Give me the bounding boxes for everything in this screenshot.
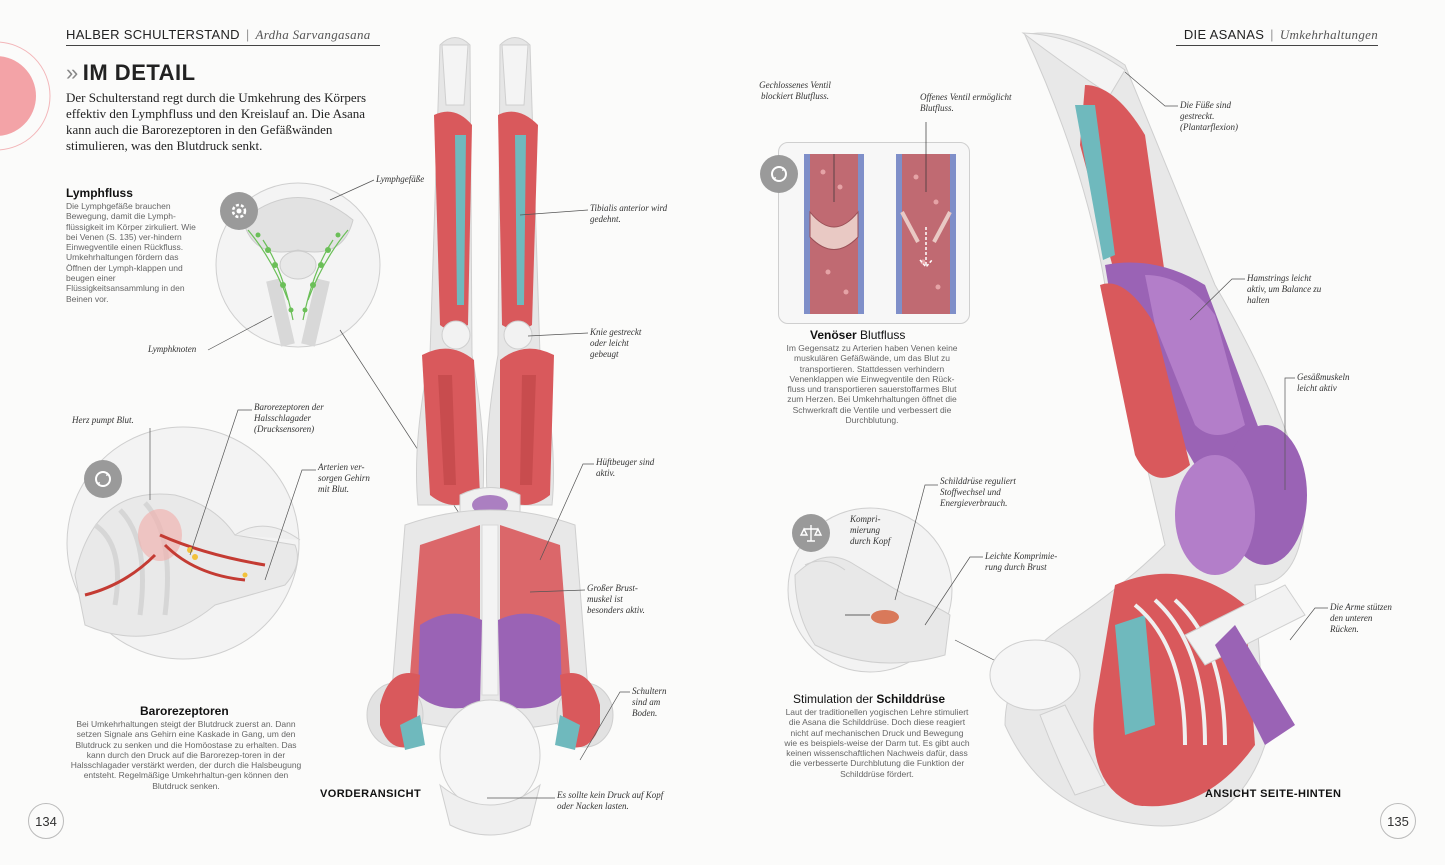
veins-heading: Venöser Blutfluss	[810, 328, 906, 342]
front-view-figure	[366, 37, 614, 836]
leader-lines-baro	[149, 409, 316, 581]
thyroid-illustration	[787, 507, 953, 673]
cycle-icon	[84, 460, 122, 498]
label-thyroid-regulates: Schilddrüse reguliert Stoffwechsel und E…	[940, 476, 1016, 508]
vein-illustration	[804, 122, 956, 314]
label-heart: Herz pumpt Blut.	[72, 415, 134, 425]
thyroid-text: Laut der traditionellen yogischen Lehre …	[784, 707, 970, 779]
label-shoulders: Schultern sind am Boden.	[632, 686, 667, 718]
chevron-icon: »	[66, 60, 79, 85]
label-valve-closed: Gechlossenes Ventil blockiert Blutfluss.	[759, 80, 831, 101]
label-chest: Großer Brust-muskel ist besonders aktiv.	[587, 583, 645, 615]
lymph-text: Die Lymphgefäße brauchen Bewegung, damit…	[66, 201, 196, 304]
side-view-figure	[989, 32, 1307, 827]
running-header-left: HALBER SCHULTERSTAND|Ardha Sarvangasana	[66, 27, 371, 42]
label-hip: Hüftbeuger sind aktiv.	[596, 457, 655, 478]
baroreceptor-illustration	[66, 426, 301, 660]
label-head: Es sollte kein Druck auf Kopf oder Nacke…	[557, 790, 664, 811]
label-compression-chest: Leichte Komprimie-rung durch Brust	[985, 551, 1058, 572]
front-view-caption: VORDERANSICHT	[320, 788, 422, 800]
baro-heading: Barorezeptoren	[140, 704, 229, 718]
leader-lines-front	[487, 209, 630, 799]
decorative-corner-circle	[0, 41, 51, 151]
scales-icon	[792, 514, 830, 552]
label-feet: Die Füße sind gestreckt. (Plantarflexion…	[1180, 100, 1238, 132]
lymph-illustration	[215, 182, 381, 348]
header-rule-left	[66, 45, 380, 46]
label-lymph-nodes: Lymphknoten	[148, 344, 197, 354]
label-arms: Die Arme stützen den unteren Rücken.	[1330, 602, 1392, 634]
page-number-left: 134	[28, 803, 64, 839]
header-rule-right	[1176, 45, 1378, 46]
header-left-title: HALBER SCHULTERSTAND	[66, 27, 240, 42]
label-glutes: Gesäßmuskeln leicht aktiv	[1297, 372, 1350, 393]
intro-text: Der Schulterstand regt durch die Umkehru…	[66, 90, 366, 153]
label-valve-open: Offenes Ventil ermöglicht Blutfluss.	[920, 92, 1012, 113]
label-tibialis: Tibialis anterior wird gedehnt.	[590, 203, 668, 224]
label-hamstrings: Hamstrings leicht aktiv, um Balance zu h…	[1247, 273, 1322, 305]
baro-text: Bei Umkehrhaltungen steigt der Blutdruck…	[70, 719, 302, 791]
section-title: »IM DETAIL	[66, 60, 196, 85]
running-header-right: DIE ASANAS|Umkehrhaltungen	[1183, 27, 1378, 42]
label-compression-head: Kompri-mierung durch Kopf	[850, 514, 891, 546]
header-left-subtitle: Ardha Sarvangasana	[255, 27, 371, 42]
label-baroreceptors: Barorezeptoren der Halsschlagader (Druck…	[254, 402, 324, 434]
leader-lines-side	[1124, 71, 1328, 641]
cycle-icon-veins	[760, 155, 798, 193]
label-lymph-vessels: Lymphgefäße	[376, 174, 425, 184]
gear-icon	[220, 192, 258, 230]
label-arteries: Arterien ver-sorgen Gehirn mit Blut.	[318, 462, 370, 494]
header-right-subtitle: Umkehrhaltungen	[1279, 27, 1378, 42]
side-view-caption: ANSICHT SEITE-HINTEN	[1205, 788, 1342, 800]
page-number-right: 135	[1380, 803, 1416, 839]
label-knee: Knie gestreckt oder leicht gebeugt	[590, 327, 642, 359]
lymph-heading: Lymphfluss	[66, 186, 133, 200]
thyroid-heading: Stimulation der Schilddrüse	[793, 692, 946, 706]
header-right-title: DIE ASANAS	[1183, 27, 1265, 42]
veins-text: Im Gegensatz zu Arterien haben Venen kei…	[786, 343, 958, 426]
